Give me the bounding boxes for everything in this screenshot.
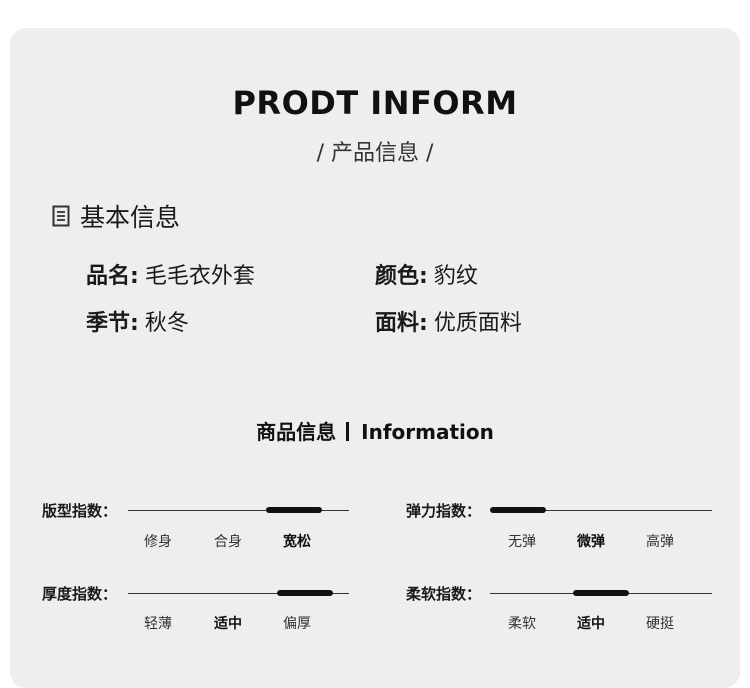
info-title-cn: 商品信息: [256, 420, 337, 444]
basic-info-title: 基本信息: [80, 203, 181, 232]
gauge-option: 合身: [214, 534, 242, 550]
field-key: 季节: [86, 311, 131, 336]
gauge-indicator: [490, 507, 546, 513]
gauge-option: 硬挺: [646, 616, 674, 632]
gauge-indicator: [276, 590, 333, 596]
field-product-name: 品名:毛毛衣外套: [86, 264, 255, 289]
gauge-label: 柔软指数：: [406, 585, 482, 603]
gauge-track: [128, 510, 349, 511]
gauge-indicator: [573, 590, 629, 596]
title-divider: [346, 422, 350, 441]
document-icon: [52, 205, 70, 227]
gauge-label: 厚度指数：: [42, 585, 118, 603]
field-fabric: 面料:优质面料: [375, 311, 522, 336]
field-key: 品名: [86, 264, 131, 289]
gauge-option: 适中: [214, 616, 242, 632]
gauge-option: 修身: [144, 534, 172, 550]
page-title: PRODT INFORM: [232, 84, 518, 122]
gauge-option: 轻薄: [144, 616, 172, 632]
gauge-option: 柔软: [508, 616, 536, 632]
field-value: 毛毛衣外套: [144, 264, 255, 289]
field-key: 颜色: [375, 264, 420, 289]
field-value: 秋冬: [144, 311, 189, 336]
gauge-option: 无弹: [508, 534, 536, 550]
gauge-option: 适中: [577, 616, 605, 632]
gauge-option: 高弹: [646, 534, 674, 550]
gauge-option: 宽松: [283, 534, 311, 550]
field-season: 季节:秋冬: [86, 311, 189, 336]
gauge-option: 微弹: [577, 534, 605, 550]
field-key: 面料: [375, 311, 420, 336]
gauge-track: [490, 510, 712, 511]
info-title-en: Information: [361, 420, 494, 444]
gauge-label: 弹力指数：: [406, 502, 482, 520]
gauge-label: 版型指数：: [42, 502, 118, 520]
basic-info-header: 基本信息: [52, 199, 180, 233]
product-info-header: 商品信息 Information: [0, 416, 750, 445]
product-info-card: [10, 28, 740, 688]
gauge-track: [128, 593, 349, 594]
gauge-indicator: [265, 507, 322, 513]
field-value: 豹纹: [433, 264, 478, 289]
field-value: 优质面料: [433, 311, 522, 336]
page-subtitle: / 产品信息 /: [316, 141, 434, 166]
gauge-option: 偏厚: [283, 616, 311, 632]
field-color: 颜色:豹纹: [375, 264, 478, 289]
